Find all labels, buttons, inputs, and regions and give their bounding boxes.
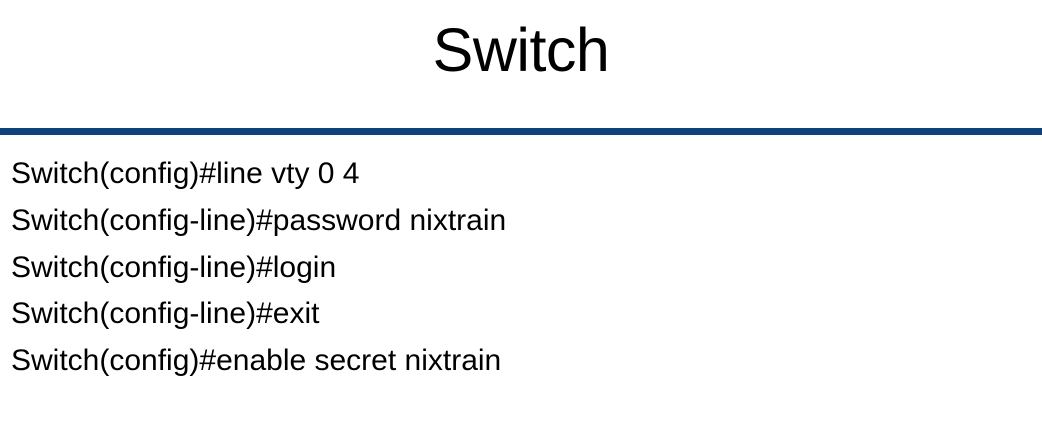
cli-line: Switch(config-line)#exit [11, 297, 320, 331]
cli-line: Switch(config)#line vty 0 4 [11, 157, 360, 190]
cli-line: Switch(config-line)#password nixtrain [11, 203, 507, 237]
cli-line: Switch(config)#enable secret nixtrain [11, 344, 502, 378]
cli-line: Switch(config-line)#login [11, 250, 337, 284]
title-divider-rule [0, 128, 1042, 135]
cli-command-list: Switch(config)#line vty 0 4 Switch(confi… [11, 151, 1031, 385]
page-title: Switch [432, 16, 610, 84]
